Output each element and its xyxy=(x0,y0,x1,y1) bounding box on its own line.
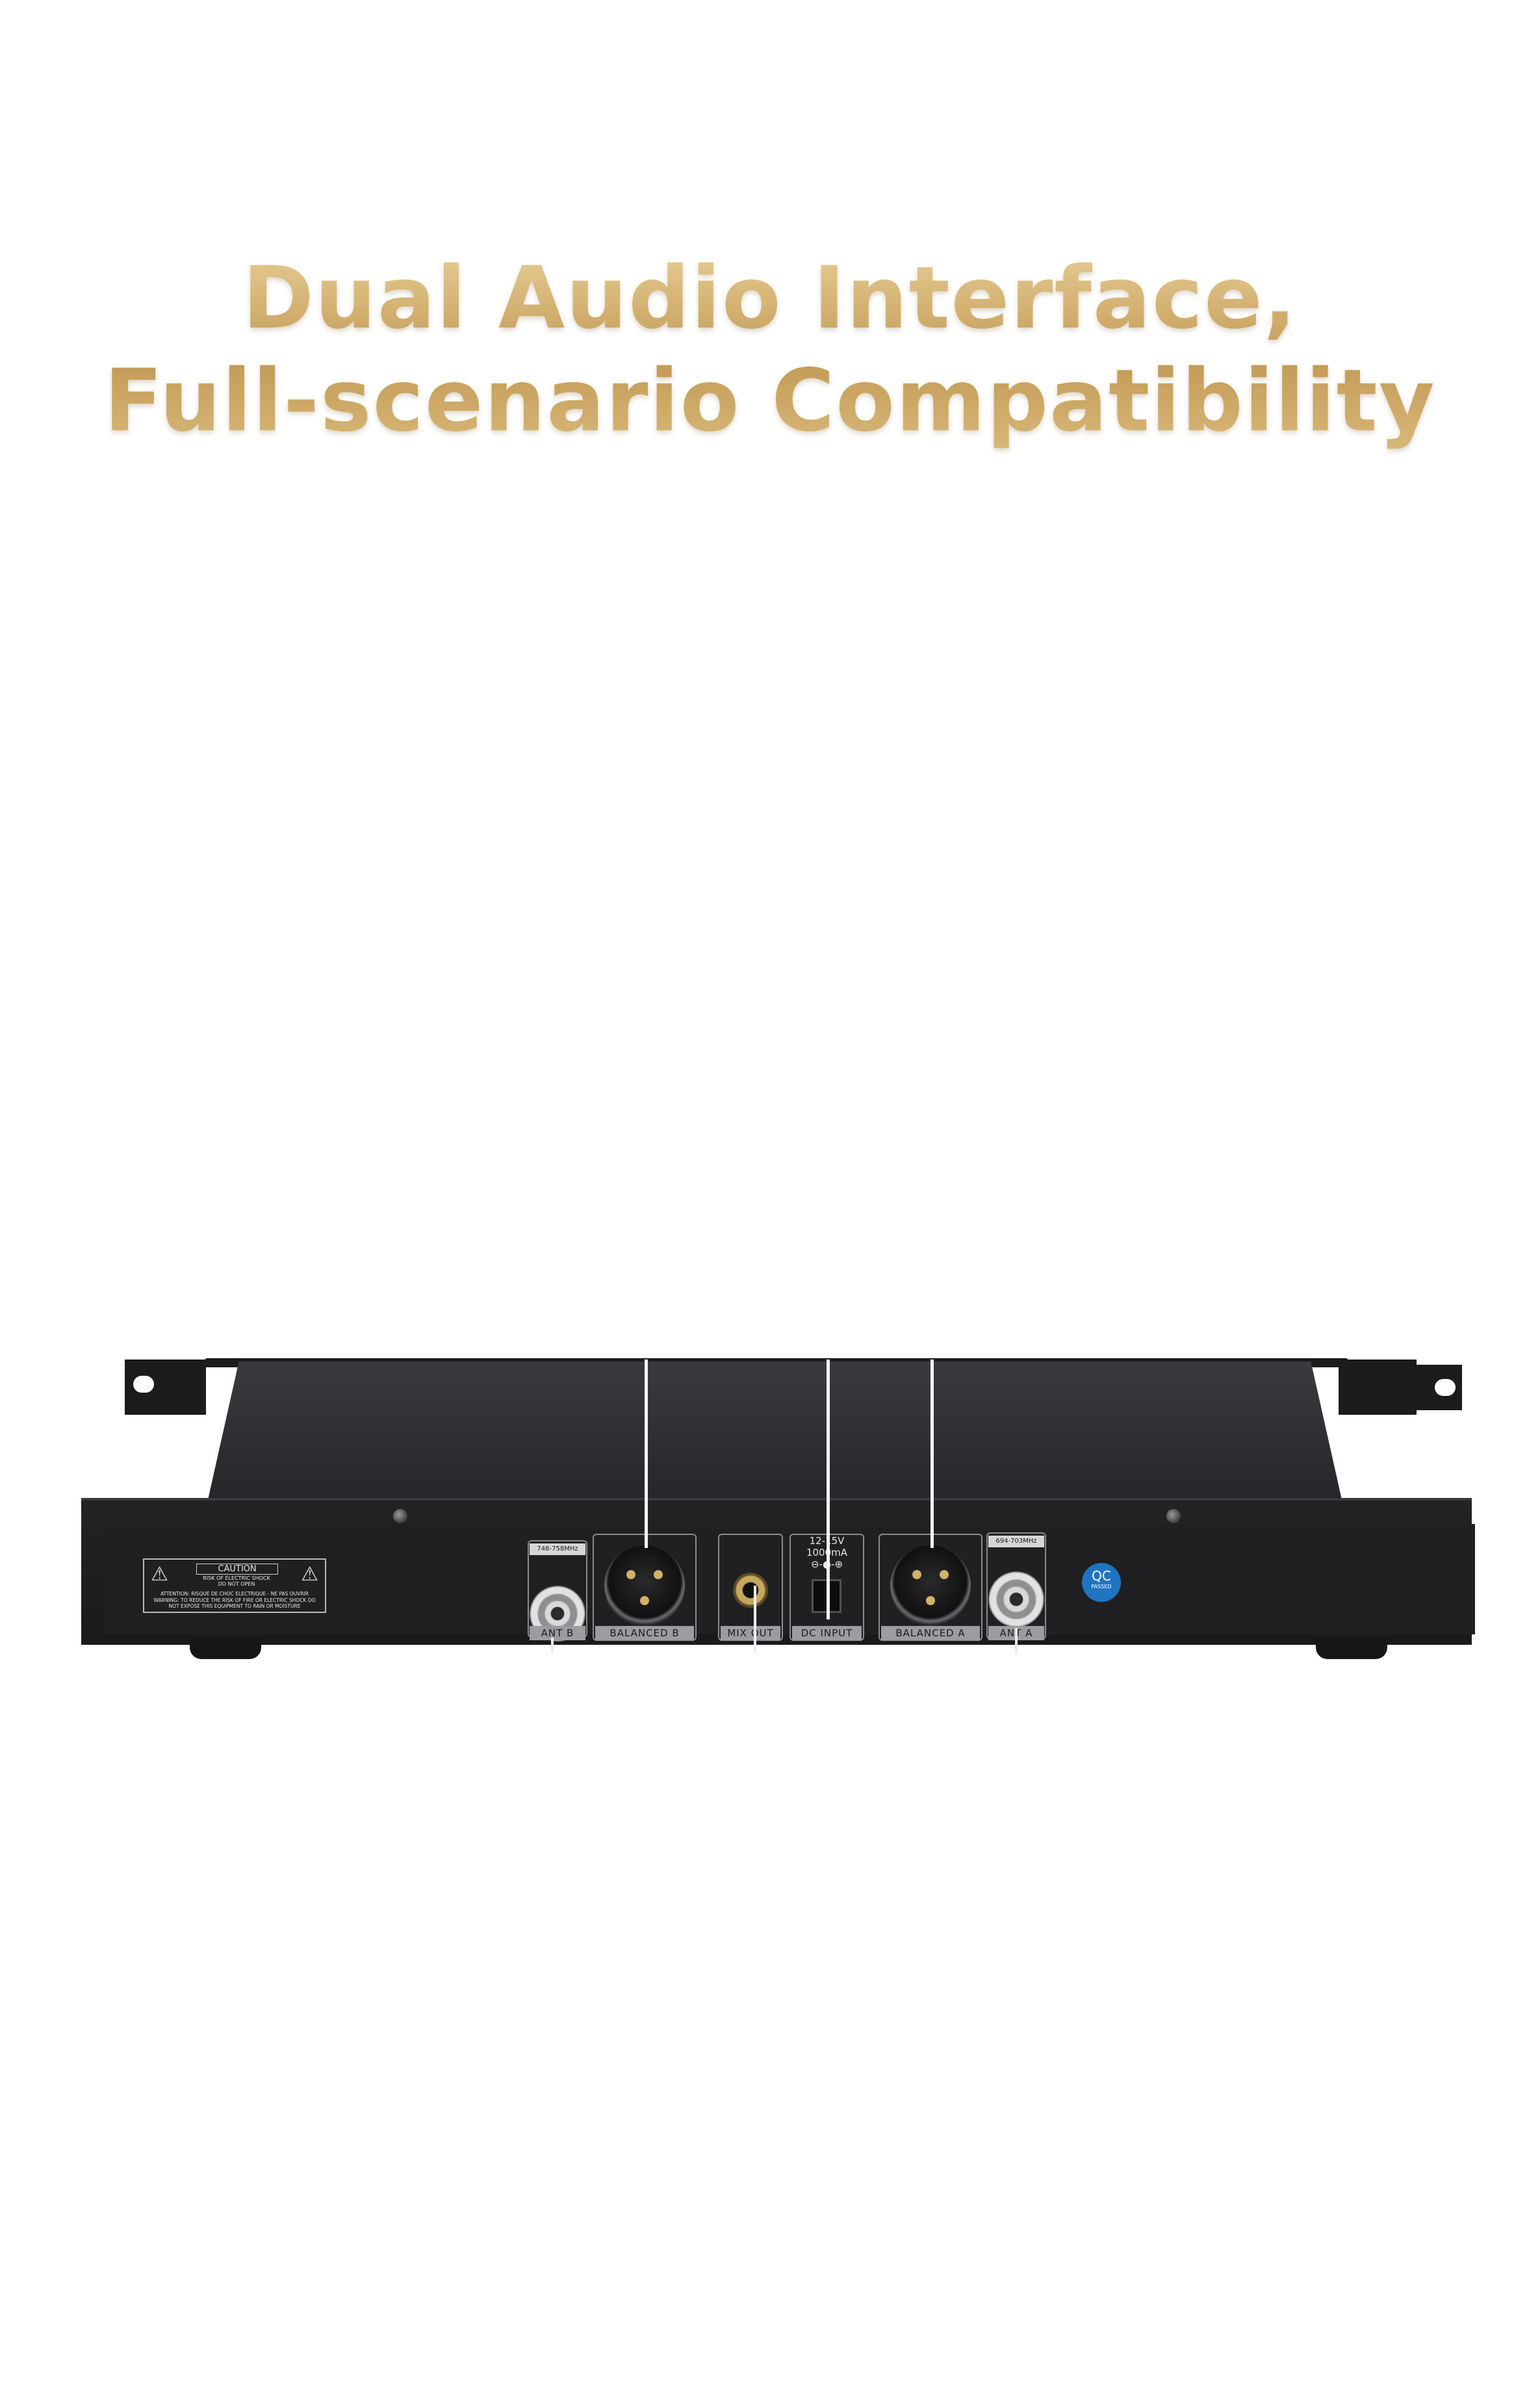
caution-label: ⚠ ⚠ CAUTION RISK OF ELECTRIC SHOCK DO NO… xyxy=(143,1558,326,1613)
callout-line-balanced-a xyxy=(930,1360,934,1548)
rack-ear-right xyxy=(1339,1360,1417,1415)
callout-line-balanced-b xyxy=(645,1360,648,1548)
mix-out-label: MIX OUT xyxy=(721,1626,780,1640)
headline-line-1: Dual Audio Interface, xyxy=(242,248,1298,348)
xlr-pin xyxy=(940,1570,949,1579)
balanced-b-label: BALANCED B xyxy=(595,1626,694,1640)
callout-line-ant-b xyxy=(551,1638,554,1653)
mix-out-jack[interactable] xyxy=(733,1573,768,1608)
ant-b-label: ANT B xyxy=(530,1626,585,1640)
foot-right xyxy=(1316,1640,1387,1659)
headline: Dual Audio Interface, Full-scenario Comp… xyxy=(0,247,1540,452)
caution-warning: WARNING: TO REDUCE THE RISK OF FIRE OR E… xyxy=(153,1597,316,1609)
xlr-pin xyxy=(654,1570,663,1579)
xlr-pin xyxy=(912,1570,921,1579)
caution-title: CAUTION xyxy=(196,1564,278,1575)
ant-a-bnc-connector[interactable] xyxy=(988,1571,1044,1627)
xlr-pin xyxy=(926,1596,935,1605)
qc-badge-line-2: PASSED xyxy=(1091,1584,1112,1590)
rack-ear-hole-right-2 xyxy=(1435,1379,1456,1396)
mix-out-frame xyxy=(718,1534,783,1641)
caution-subtitle: RISK OF ELECTRIC SHOCK DO NOT OPEN xyxy=(203,1575,270,1587)
foot-left xyxy=(190,1640,261,1659)
rack-ear-hole-left xyxy=(133,1376,154,1393)
callout-line-ant-a xyxy=(1015,1628,1018,1654)
chassis-top-panel xyxy=(205,1361,1345,1514)
ant-b-frequency: 748-758MHz xyxy=(530,1543,585,1555)
balanced-a-xlr-connector[interactable] xyxy=(890,1545,971,1626)
warning-triangle-icon-right: ⚠ xyxy=(301,1563,318,1586)
callout-line-dc-input xyxy=(827,1360,830,1619)
ant-a-frequency: 694-703MHz xyxy=(988,1536,1044,1547)
screw-right xyxy=(1166,1509,1181,1523)
screw-left xyxy=(393,1509,407,1523)
xlr-pin xyxy=(640,1596,649,1605)
dc-input-label: DC INPUT xyxy=(792,1626,862,1640)
qc-passed-badge: QC PASSED xyxy=(1082,1563,1121,1602)
callout-line-mix-out xyxy=(754,1586,756,1653)
balanced-a-label: BALANCED A xyxy=(881,1626,980,1640)
warning-triangle-icon: ⚠ xyxy=(151,1563,168,1586)
qc-badge-line-1: QC xyxy=(1092,1568,1111,1584)
caution-attention: ATTENTION: RISQUE DE CHOC ELECTRIQUE - N… xyxy=(160,1591,309,1597)
xlr-pin xyxy=(626,1570,635,1579)
headline-line-2: Full-scenario Compatibility xyxy=(104,351,1436,451)
balanced-b-xlr-connector[interactable] xyxy=(604,1545,685,1626)
